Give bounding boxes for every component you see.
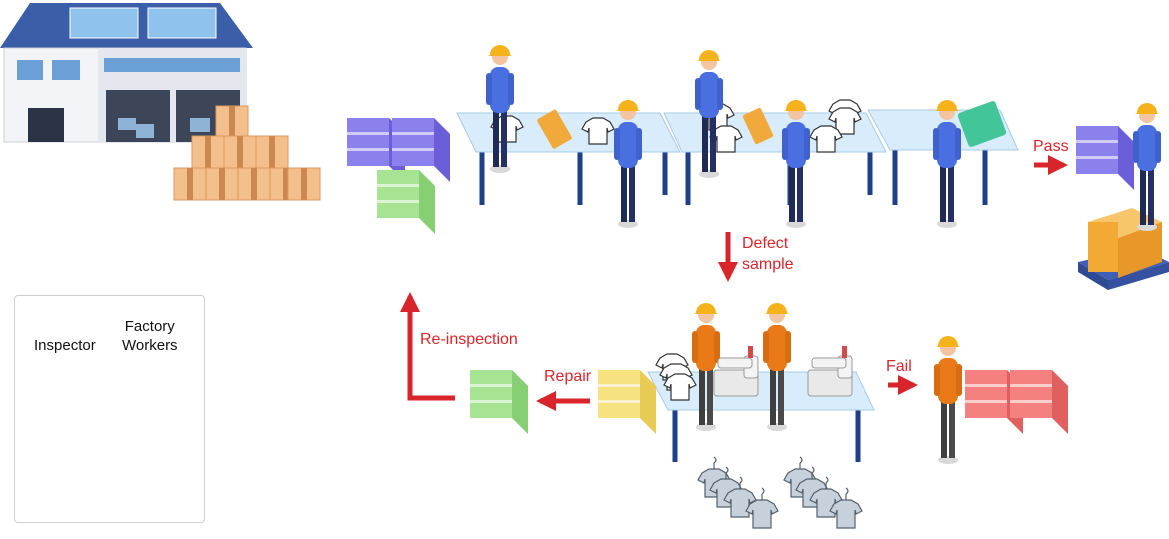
legend-factory-workers-label: Factory Workers (122, 317, 178, 355)
repair-crate (598, 370, 656, 434)
fail-label: Fail (886, 358, 912, 375)
hanging-shirts (697, 456, 863, 529)
passed-crates-and-pallet (1076, 103, 1169, 290)
defect-sample-line-2: sample (742, 256, 794, 273)
legend-box (14, 295, 205, 523)
legend-factory-line-2: Workers (122, 337, 178, 354)
legend-factory-line-1: Factory (124, 318, 175, 335)
repair-label: Repair (544, 368, 592, 385)
incoming-crates (347, 118, 450, 234)
repair-equipment (655, 345, 853, 401)
re-inspection-label: Re-inspection (420, 331, 518, 348)
defect-sample-label: Defect sample (742, 233, 794, 275)
re-inspection-arrow (400, 292, 455, 401)
failed-crates (934, 336, 1068, 464)
factory-building-illustration (0, 3, 253, 143)
repaired-crate (470, 370, 528, 434)
pass-label: Pass (1033, 138, 1069, 155)
inspection-items (490, 99, 1007, 153)
defect-sample-line-1: Defect (742, 235, 789, 252)
legend-inspector-label: Inspector (34, 337, 96, 354)
